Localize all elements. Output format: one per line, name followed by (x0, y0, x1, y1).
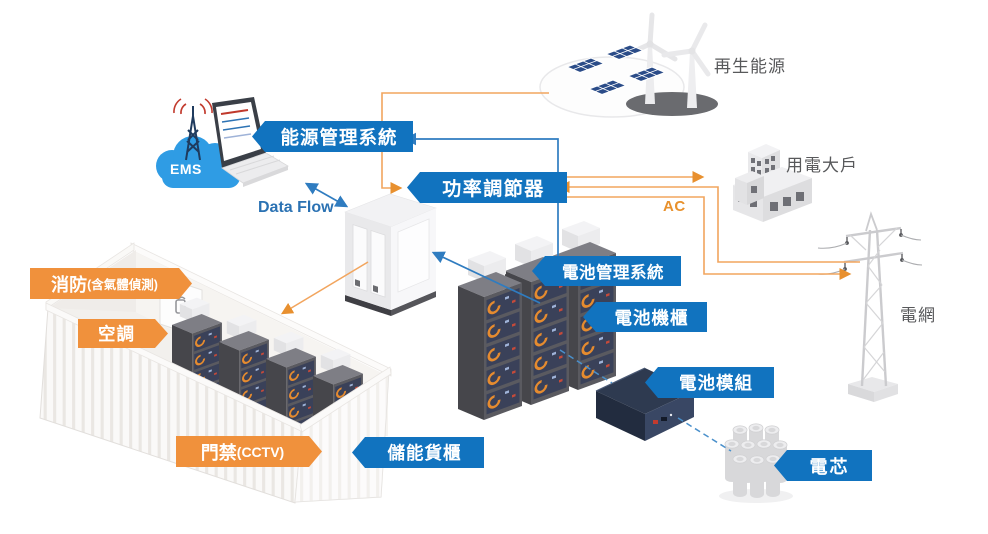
data-flow-lines (304, 132, 559, 304)
label-ems: EMS (170, 161, 202, 177)
battery-cells-illustration (719, 423, 793, 503)
banner-energy-management-system: 能源管理系統 (252, 121, 413, 152)
banner-battery-cabinet: 電池機櫃 (583, 302, 707, 332)
consumer-buildings-illustration (733, 144, 812, 222)
turbine-shadow (626, 92, 718, 116)
label-large-consumers: 用電大戶 (786, 156, 858, 175)
banner-battery-management-system: 電池管理系統 (532, 256, 681, 286)
label-renewable-energy: 再生能源 (714, 57, 786, 76)
banner-fire-protection: 消防(含氣體偵測) (30, 268, 192, 299)
signal-waves-icon (173, 98, 213, 115)
banner-battery-module: 電池模組 (645, 367, 774, 398)
banner-power-conditioner: 功率調節器 (407, 172, 567, 203)
antenna-icon (185, 106, 201, 161)
renewable-energy-illustration (539, 12, 718, 118)
banner-battery-cell: 電芯 (774, 450, 872, 481)
label-ac: AC (663, 198, 686, 215)
banner-access-control: 門禁(CCTV) (176, 436, 322, 467)
banner-air-conditioning: 空調 (78, 319, 168, 348)
laptop-icon (212, 97, 289, 187)
wind-turbine-icon (661, 22, 711, 108)
pcs-cabinet-illustration (344, 193, 437, 316)
label-data-flow: Data Flow (258, 199, 334, 216)
label-power-grid: 電網 (900, 306, 936, 325)
banner-storage-container: 儲能貨櫃 (352, 437, 484, 468)
component-link-lines (559, 349, 732, 452)
